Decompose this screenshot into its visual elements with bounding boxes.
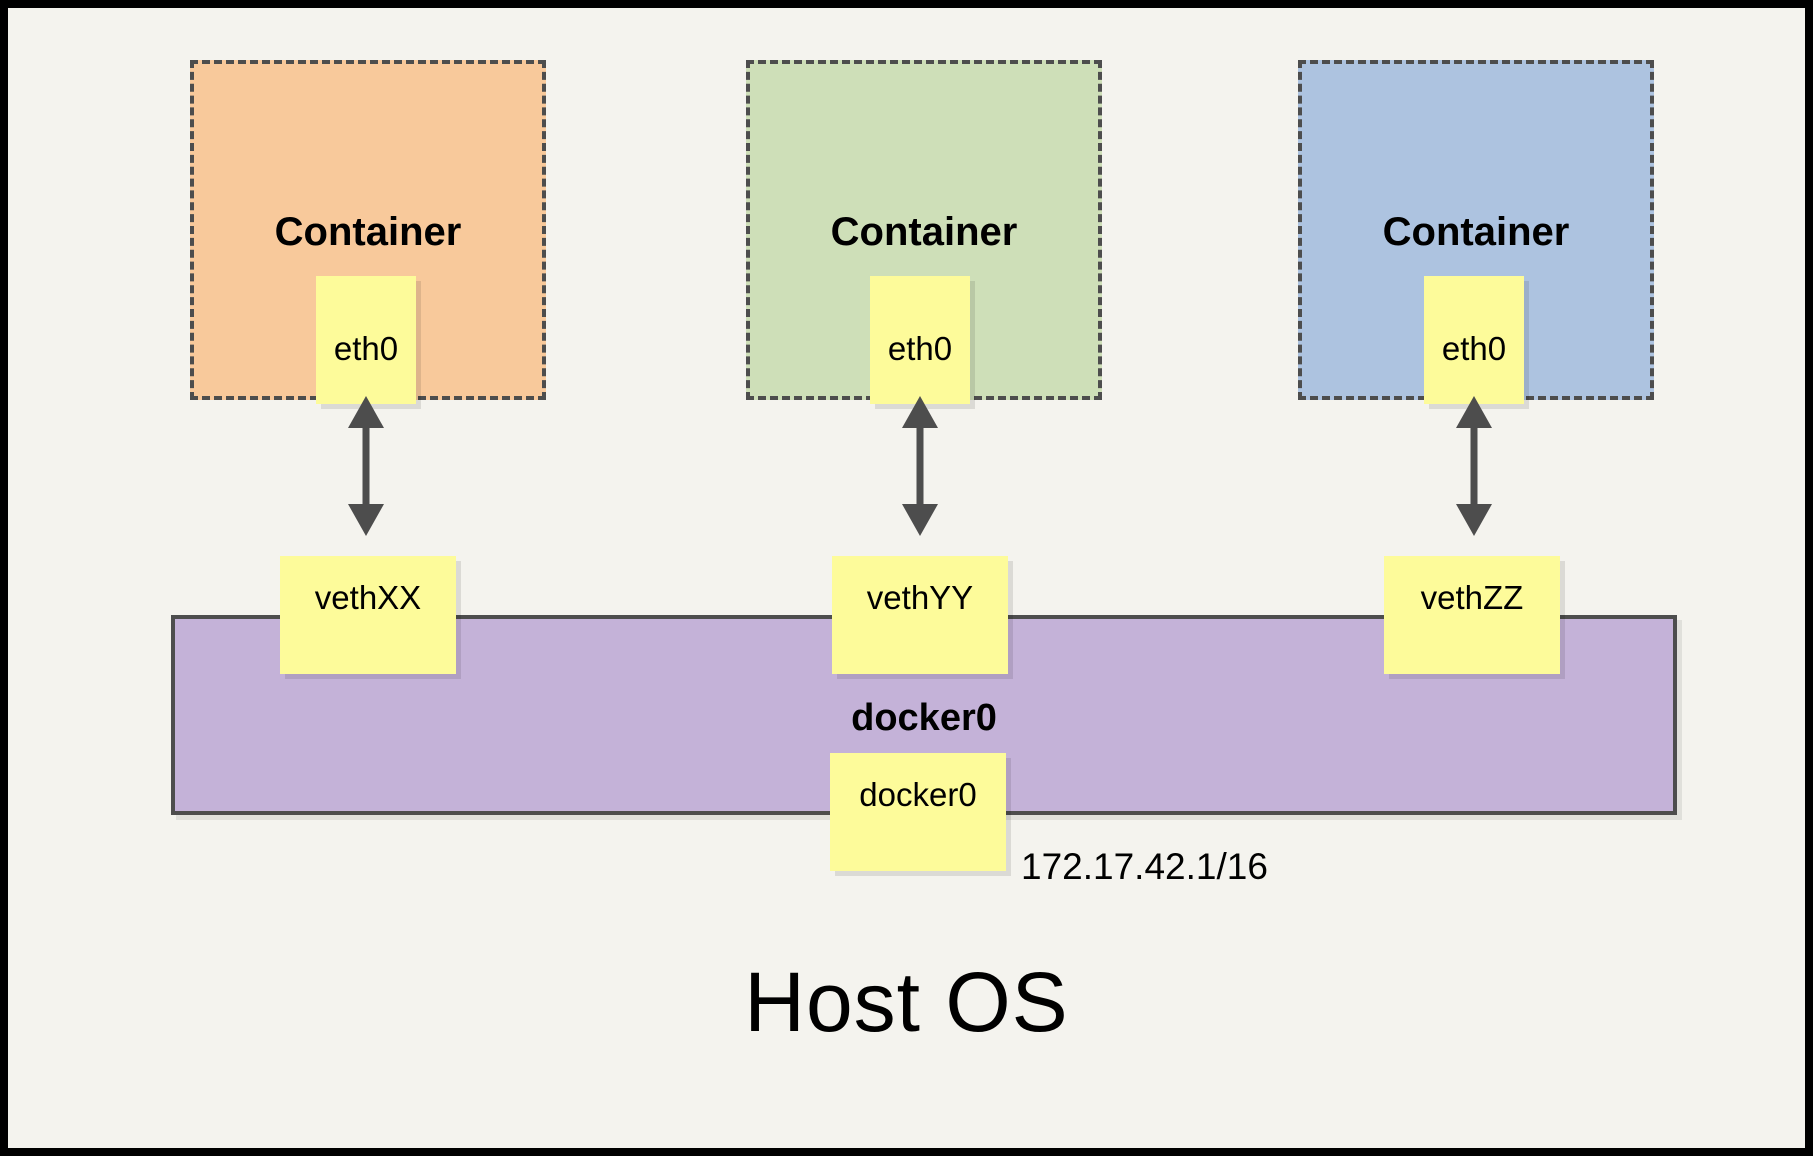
veth-label-3: vethZZ <box>1420 578 1524 616</box>
docker0-bridge-label: docker0 <box>851 697 997 739</box>
veth-box-3: vethZZ <box>1384 556 1560 674</box>
eth0-box-2: eth0 <box>870 276 970 404</box>
veth-link-arrow-2 <box>902 396 938 536</box>
docker0-ip-address: 172.17.42.1/16 <box>1021 846 1268 887</box>
veth-box-1: vethXX <box>280 556 456 674</box>
veth-link-arrow-3 <box>1456 396 1492 536</box>
docker0-interface-label: docker0 <box>859 775 977 813</box>
eth0-label-2: eth0 <box>887 329 953 367</box>
veth-link-arrow-1 <box>348 396 384 536</box>
eth0-label-3: eth0 <box>1441 329 1507 367</box>
docker0-interface-box: docker0 <box>830 753 1006 871</box>
host-os-label: Host OS <box>744 955 1069 1049</box>
eth0-label-1: eth0 <box>333 329 399 367</box>
container-title-2: Container <box>830 210 1018 254</box>
veth-label-1: vethXX <box>314 578 422 616</box>
container-title-1: Container <box>274 210 462 254</box>
eth0-box-3: eth0 <box>1424 276 1524 404</box>
veth-box-2: vethYY <box>832 556 1008 674</box>
container-title-3: Container <box>1382 210 1570 254</box>
veth-label-2: vethYY <box>866 578 974 616</box>
eth0-box-1: eth0 <box>316 276 416 404</box>
